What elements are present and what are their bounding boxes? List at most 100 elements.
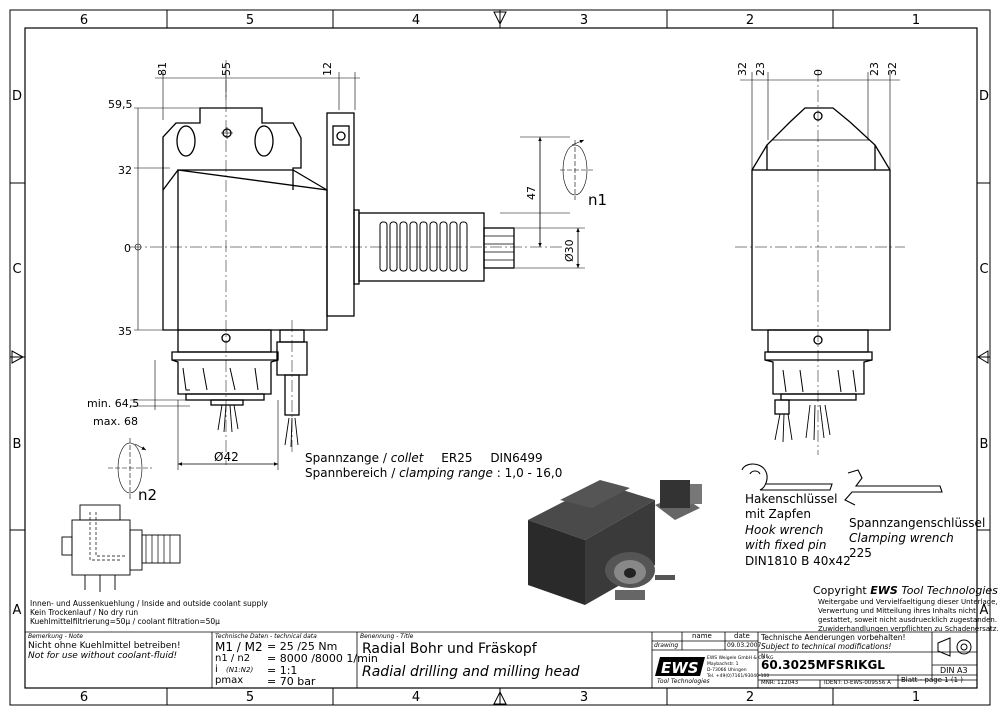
title-block-grid [25, 631, 977, 688]
drawing-frame [9, 9, 991, 706]
svg-text:Spannbereich / clamping: Spannbereich / clamping range : 1,0 - 16… [305, 466, 562, 480]
tech-n-value: = 8000 /8000 1/min [267, 652, 378, 665]
collet-line2-en: clamping range [399, 466, 493, 480]
dim-0: 0 [124, 242, 131, 255]
label-n2: n2 [138, 486, 157, 504]
svg-text:Copyright EWS Tool: Copyright EWS Tool Technologies [813, 584, 998, 597]
company-line-3: D-73066 Uhingen [707, 668, 747, 673]
coolant-note-2: Kein Trockenlauf / No dry run [30, 608, 138, 617]
tech-m-value: = 25 /25 Nm [267, 640, 338, 653]
clamp-wrench-en: Clamping wrench [849, 531, 954, 545]
hook-wrench-text: Hakenschlüssel mit Zapfen Hook wrench wi… [745, 492, 851, 568]
dim-47: 47 [525, 186, 538, 200]
front-view [735, 70, 905, 455]
label-n1: n1 [588, 191, 607, 209]
hook-wrench-en2: with fixed pin [745, 538, 827, 552]
coolant-note-1: Innen- und Aussenkuehlung / Inside and o… [30, 599, 268, 608]
dim-35: 35 [118, 325, 132, 338]
zone-right-a: A [980, 603, 989, 618]
zone-bottom-1: 1 [912, 690, 920, 705]
collet-line2-value: : 1,0 - 16,0 [497, 466, 563, 480]
mnr: MNR: 112043 [761, 680, 799, 686]
zone-right-d: D [979, 89, 989, 104]
projection-symbol-icon [937, 637, 972, 657]
drawing-date: 09.03.2007 [727, 642, 762, 649]
dim-r23b: 23 [868, 62, 881, 76]
dim-dia42: Ø42 [214, 450, 239, 464]
zone-bottom-3: 3 [580, 690, 588, 705]
dim-81: 81 [156, 62, 169, 76]
dim-55: 55 [220, 62, 233, 76]
zone-bottom-5: 5 [246, 690, 254, 705]
zone-left-b: B [13, 437, 22, 452]
title-en: Radial drilling and milling head [362, 664, 580, 680]
hook-wrench-de1: Hakenschlüssel [745, 492, 838, 506]
note-label: Bemerkung - Note [28, 633, 83, 640]
clamp-wrench-spec: 225 [849, 546, 872, 560]
dim-12: 12 [321, 62, 334, 76]
copyright-line-2: Verwertung und Mitteilung ihres Inhalts … [818, 607, 976, 615]
tech-i-value: = 1:1 [267, 664, 298, 677]
copyright-block: Copyright EWS Tool Technologies Weiterga… [813, 584, 999, 633]
company-line-1: EWS Weigele GmbH & Co. KG [707, 656, 774, 661]
zone-top-5: 5 [246, 13, 254, 28]
zone-right-c: C [979, 262, 988, 277]
zone-right-b: B [980, 437, 989, 452]
hook-wrench-en1: Hook wrench [745, 523, 823, 537]
tech-i-label: i [215, 664, 218, 675]
dim-r32a: 32 [736, 62, 749, 76]
collet-line1-norm: DIN6499 [490, 451, 542, 465]
zone-bottom-2: 2 [746, 690, 754, 705]
svg-text:Spannzange / collet: Spannzange / collet ER25 DIN6499 [305, 451, 543, 465]
ews-logo-text: EWS [661, 659, 699, 677]
hook-wrench-de2: mit Zapfen [745, 507, 811, 521]
dim-dia30: Ø30 [563, 239, 576, 262]
front-dimension-labels: 32 23 0 23 32 [736, 62, 899, 76]
side-view [130, 60, 562, 465]
col-date: date [734, 632, 750, 640]
collet-line1-de: Spannzange / [305, 451, 388, 465]
collet-spec: Spannzange / collet ER25 DIN6499 Spannbe… [305, 451, 562, 480]
dim-r23a: 23 [754, 62, 767, 76]
tech-p-label: pmax [215, 675, 244, 686]
title-label: Benennung - Title [360, 633, 414, 640]
collet-line2-de: Spannbereich / [305, 466, 396, 480]
copyright-prefix: Copyright [813, 584, 867, 597]
front-dimensions [740, 72, 900, 170]
ews-logo-sub: Tool Technologies [657, 678, 710, 685]
note-de: Nicht ohne Kuehlmittel betreiben! [28, 641, 181, 651]
hook-wrench-spec: DIN1810 B 40x42 [745, 554, 851, 568]
part-number: 60.3025MFSRIKGL [761, 658, 885, 672]
zone-labels: 6 5 4 3 2 1 6 5 4 3 2 1 D C B A D C B A [12, 13, 989, 705]
tech-p-value: = 70 bar [267, 675, 316, 688]
ident: IDENT: D-EWS-009556 A [824, 680, 891, 686]
zone-bottom-4: 4 [412, 690, 420, 705]
copyright-line-1: Weitergabe und Vervielfaeltigung dieser … [818, 598, 998, 606]
zone-top-2: 2 [746, 13, 754, 28]
copyright-brand: EWS [870, 584, 898, 597]
left-dimensions [108, 72, 595, 500]
zone-top-4: 4 [412, 13, 420, 28]
zone-top-3: 3 [580, 13, 588, 28]
note-en: Not for use without coolant-fluid! [28, 651, 178, 661]
dim-max: max. 68 [93, 415, 138, 428]
coolant-schematic [61, 504, 181, 592]
dim-min: min. 64,5 [87, 397, 139, 410]
zone-left-d: D [12, 89, 22, 104]
collet-line1-spec: ER25 [441, 451, 472, 465]
dim-r0: 0 [812, 69, 825, 76]
zone-bottom-6: 6 [80, 690, 88, 705]
clamp-wrench-de: Spannzangenschlüssel [849, 516, 985, 530]
zone-top-6: 6 [80, 13, 88, 28]
left-dimension-labels: 81 55 12 59,5 32 0 35 min. 64,5 max. 68 … [87, 62, 607, 504]
zone-left-a: A [13, 603, 22, 618]
copyright-line-3: gestattet, soweit nicht ausdruecklich zu… [818, 616, 997, 624]
clamp-wrench-text: Spannzangenschlüssel Clamping wrench 225 [849, 516, 985, 560]
company-line-4: Tel. +49(0)7161/93040-100 [707, 674, 770, 679]
company-line-2: Maybachstr. 1 [707, 662, 739, 667]
dim-r32b: 32 [886, 62, 899, 76]
copyright-line-4: Zuwiderhandlungen verpflichten zu Schade… [818, 625, 999, 633]
zone-left-c: C [12, 262, 21, 277]
nr-label: Nr. [761, 653, 770, 660]
dim-59-5: 59,5 [108, 98, 133, 111]
